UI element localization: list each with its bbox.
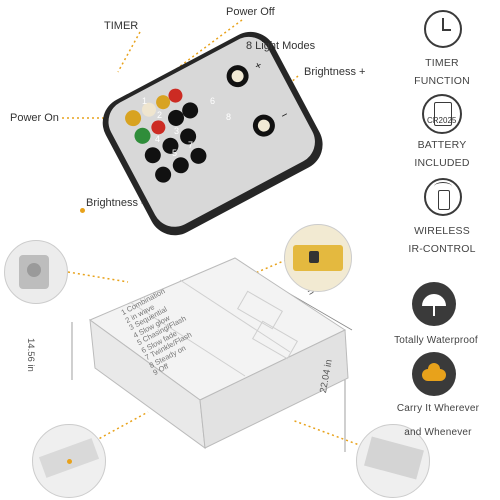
label-brightness-minus: Brightness - (86, 197, 145, 209)
label-power-on: Power On (10, 112, 59, 124)
callout-dot (80, 208, 85, 213)
feature-waterproof: Totally Waterproof (394, 335, 478, 346)
remote-button-6: 6 (210, 96, 216, 106)
battery-icon (422, 94, 462, 134)
label-timer: TIMER (104, 20, 139, 32)
battery-cell-label: CR2025 (427, 116, 457, 125)
zoom-circle-switch (4, 240, 68, 304)
remote-button-7: 7 (188, 140, 194, 150)
label-brightness-plus: Brightness + (304, 66, 366, 78)
remote-button-2: 2 (157, 110, 163, 120)
clock-icon (424, 10, 462, 48)
label-power-off: Power Off (226, 6, 275, 18)
remote-button-4: 4 (155, 134, 161, 144)
umbrella-icon (412, 282, 456, 326)
label-light-modes: 8 Light Modes (246, 40, 316, 52)
feature-wireless: WIRELESS IR-CONTROL (408, 225, 476, 255)
zoom-circle-circuit (284, 224, 352, 292)
remote-button-8: 8 (226, 112, 232, 122)
remote-button-3: 3 (174, 126, 180, 136)
feature-timer: TIMER FUNCTION (414, 57, 470, 87)
feature-battery: BATTERY INCLUDED (414, 139, 470, 169)
remote-button-5: 5 (172, 148, 178, 158)
cloud-icon (412, 352, 456, 396)
zoom-circle-latch (356, 424, 430, 498)
zoom-circle-hinge (32, 424, 106, 498)
wireless-remote-icon (424, 178, 462, 216)
remote-button-1: 1 (142, 96, 148, 106)
feature-carry: Carry It Wherever and Whenever (396, 403, 480, 438)
dimension-height: 14.56 in (25, 338, 36, 372)
